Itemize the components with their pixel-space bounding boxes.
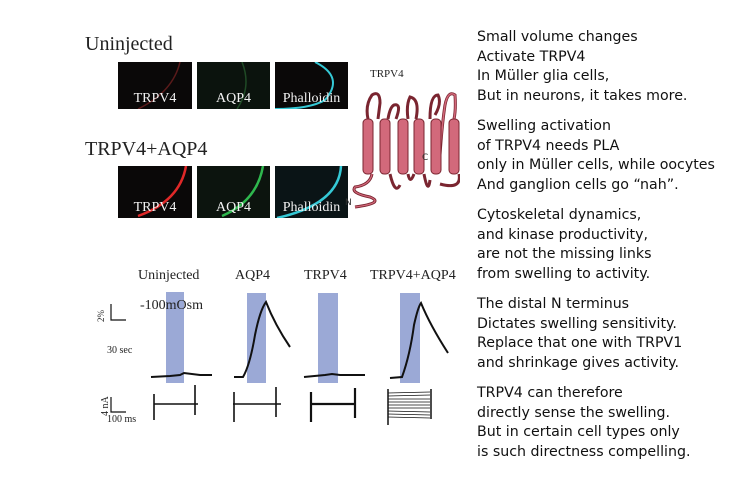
note-line: of TRPV4 needs PLA xyxy=(477,137,620,154)
note-line: directly sense the swelling. xyxy=(477,404,670,421)
current-scale-bar xyxy=(110,397,126,413)
stimulus-bar-trpv4 xyxy=(318,293,338,383)
volume-trace-aqp4 xyxy=(234,299,291,378)
row1-title: Uninjected xyxy=(85,33,173,55)
micrograph-injected-trpv4: TRPV4 xyxy=(118,166,192,218)
volume-scale-x-label: 30 sec xyxy=(107,345,133,356)
current-scale-x-label: 100 ms xyxy=(107,414,137,425)
diagram-title: TRPV4 xyxy=(370,68,404,80)
row2-title: TRPV4+AQP4 xyxy=(85,138,208,160)
current-trace-trpv4-aqp4 xyxy=(387,389,432,425)
micrograph-injected-phalloidin: Phalloidin xyxy=(275,166,348,218)
note-line: But in neurons, it takes more. xyxy=(477,87,688,104)
note-line: from swelling to activity. xyxy=(477,265,651,282)
note-line: Dictates swelling sensitivity. xyxy=(477,315,677,332)
note-line: The distal N terminus xyxy=(477,296,630,312)
note-paragraph: TRPV4 can therefore directly sense the sw… xyxy=(477,384,737,462)
note-line: only in Müller cells, while oocytes xyxy=(477,157,715,173)
current-trace-aqp4 xyxy=(233,387,281,422)
condition-label-trpv4-aqp4: TRPV4+AQP4 xyxy=(370,268,456,283)
note-line: Small volume changes xyxy=(477,29,638,45)
note-line: is such directness compelling. xyxy=(477,443,691,460)
stimulus-label: -100mOsm xyxy=(140,298,203,313)
volume-current-traces xyxy=(110,292,449,425)
note-line: Cytoskeletal dynamics, xyxy=(477,207,642,223)
micrograph-uninjected-aqp4: AQP4 xyxy=(197,62,270,109)
note-line: In Müller glia cells, xyxy=(477,68,610,84)
current-trace-trpv4 xyxy=(309,388,357,422)
micrograph-uninjected-trpv4: TRPV4 xyxy=(118,62,192,109)
current-trace-uninjected xyxy=(153,385,198,420)
note-line: But in certain cell types only xyxy=(477,424,680,440)
condition-label-aqp4: AQP4 xyxy=(235,268,271,283)
stimulus-bar-uninjected xyxy=(166,292,184,383)
volume-scale-y-label: 2% xyxy=(96,310,106,322)
condition-label-uninjected: Uninjected xyxy=(138,268,200,283)
note-paragraph: Cytoskeletal dynamics, and kinase product… xyxy=(477,206,737,284)
note-paragraph: Swelling activation of TRPV4 needs PLA onl… xyxy=(477,117,737,195)
note-line: Swelling activation xyxy=(477,118,611,134)
note-line: and kinase productivity, xyxy=(477,226,648,243)
stimulus-bar-aqp4 xyxy=(247,293,266,383)
note-line: and shrinkage gives activity. xyxy=(477,354,680,371)
micrograph-injected-aqp4: AQP4 xyxy=(197,166,270,218)
n-terminus-label: N xyxy=(345,198,352,208)
volume-scale-bar xyxy=(110,304,126,321)
trpv4-topology-diagram xyxy=(352,92,460,209)
note-line: TRPV4 can therefore xyxy=(477,385,623,401)
volume-trace-trpv4-aqp4 xyxy=(389,300,449,379)
note-line: And ganglion cells go “nah”. xyxy=(477,176,679,193)
volume-trace-trpv4 xyxy=(303,372,365,378)
condition-label-trpv4: TRPV4 xyxy=(304,268,347,283)
volume-trace-uninjected xyxy=(150,371,212,378)
c-terminus-label: C xyxy=(422,153,429,163)
note-line: Replace that one with TRPV1 xyxy=(477,335,683,351)
stimulus-bar-trpv4-aqp4 xyxy=(400,293,420,383)
micrograph-uninjected-phalloidin: Phalloidin xyxy=(275,62,348,109)
note-line: are not the missing links xyxy=(477,246,652,262)
note-line: Activate TRPV4 xyxy=(477,48,586,65)
